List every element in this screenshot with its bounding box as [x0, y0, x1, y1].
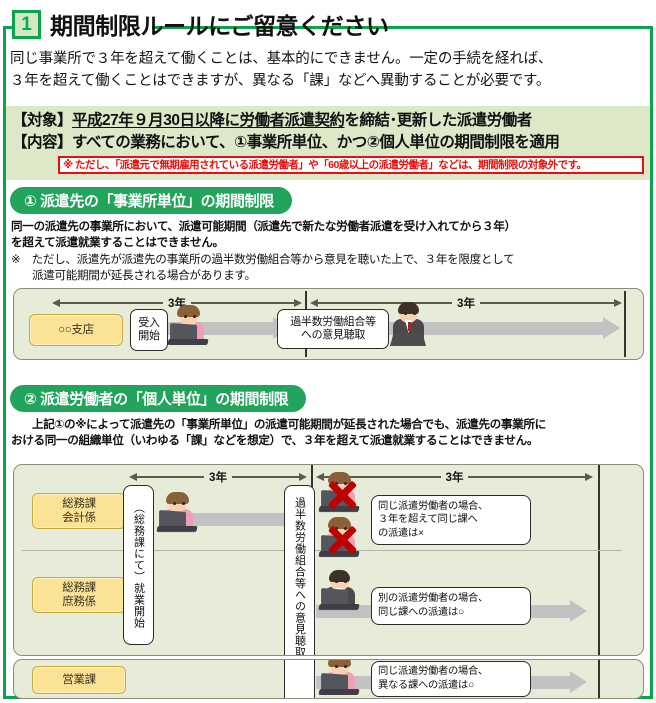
timeline-label: 3年 — [445, 472, 464, 484]
callout-same-worker-other-unit: 同じ派遣労働者の場合、 異なる課への派遣は○ — [371, 661, 531, 697]
arrow-head-right-icon — [294, 299, 302, 307]
lead-line-1: 同じ事業所で３年を超えて働くことは、基本的にできません。一定の手続を経れば、 — [10, 51, 553, 67]
section-1-note-2: 派遣可能期間が延長される場合があります。 — [32, 269, 256, 283]
target-line: 【対象】平成27年９月30日以降に労働者派遣契約を締結･更新した派遣労働者 — [12, 110, 650, 132]
callout-1-line-1: 同じ派遣労働者の場合、 — [378, 500, 488, 512]
flow-bar — [384, 322, 604, 335]
timeline-label: 3年 — [209, 472, 227, 484]
org-unit-box-1: 総務課 会計係 — [32, 493, 126, 529]
lead-line-2: ３年を超えて働くことはできますが、異なる「課」などへ異動することが必要です。 — [10, 73, 551, 90]
lead-paragraph: 同じ事業所で３年を超えて働くことは、基本的にできません。一定の手続を経れば、 ３… — [10, 48, 646, 93]
org-unit-1-line-2: 会計係 — [62, 512, 96, 524]
section-2-diagram-lower: 営業課 同じ派遣労働者の場合、 異なる課への派遣は○ — [13, 659, 644, 699]
section-1-bold-1: 同一の派遣先の事業所において、派遣可能期間（派遣先で新たな労働者派遣を受け入れて… — [11, 220, 516, 233]
union-hearing-vbox-continued — [284, 660, 315, 698]
timeline-end-tick — [598, 660, 600, 698]
content-text: すべての業務において、①事業所単位、かつ②個人単位の期間制限を適用 — [72, 134, 560, 152]
arrow-head-right-icon — [299, 473, 307, 481]
flow-bar — [134, 322, 274, 335]
arrow-head-right-icon — [614, 299, 622, 307]
worker-female-icon — [155, 492, 201, 537]
target-label: 【対象】 — [12, 112, 73, 129]
union-hearing-vbox: 過半数労働組合等への意見聴取 — [284, 485, 315, 655]
section-1-heading: ① 派遣先の「事業所単位」の期間制限 — [10, 187, 292, 214]
org-unit-box-2: 総務課 庶務係 — [32, 577, 126, 613]
section-1-bold-2: を超えて派遣就業することはできません。 — [11, 236, 224, 250]
worker-male-icon — [386, 302, 432, 347]
warning-note-text: ※ ただし、「派遣元で無期雇用されている派遣労働者」や「60歳以上の派遣労働者」… — [63, 158, 587, 171]
branch-label-box: ○○支店 — [29, 314, 123, 346]
section-1-note-1: ※ ただし、派遣先が派遣先の事業所の過半数労働組合等から意見を聴いた上で、３年を… — [11, 252, 515, 266]
target-content-band: 【対象】平成27年９月30日以降に労働者派遣契約を締結･更新した派遣労働者 【内… — [6, 106, 650, 180]
frame-border-top-right — [152, 26, 653, 29]
warning-note-box: ※ ただし、「派遣元で無期雇用されている派遣労働者」や「60歳以上の派遣労働者」… — [58, 156, 644, 174]
timeline-end-tick — [624, 291, 626, 357]
callout-3-line-2: 異なる課への派遣は○ — [378, 680, 474, 691]
section-number-badge: 1 — [12, 9, 41, 39]
frame-border-right — [650, 26, 653, 699]
cross-mark-icon — [326, 524, 358, 556]
flow-arrow-icon — [570, 671, 587, 693]
org-unit-2-line-2: 庶務係 — [62, 596, 96, 608]
flow-bar — [164, 513, 312, 526]
arrow-head-left-icon — [129, 473, 137, 481]
page-title: 1 期間制限ルールにご留意ください — [12, 4, 389, 44]
union-hearing-line-2: への意見聴取 — [300, 329, 366, 341]
callout-3-line-1: 同じ派遣労働者の場合、 — [378, 666, 488, 678]
arrow-head-left-icon — [316, 473, 324, 481]
intake-start-line-1: 受入 — [138, 316, 160, 329]
flow-arrow-icon — [603, 317, 620, 339]
intake-start-box: 受入 開始 — [130, 309, 168, 351]
org-unit-box-3: 営業課 — [32, 666, 126, 694]
content-label: 【内容】 — [12, 134, 73, 152]
timeline-label: 3年 — [457, 298, 475, 310]
cross-mark-icon — [326, 479, 358, 511]
section-1-diagram: 3年 3年 ○○支店 受入 開始 — [13, 288, 644, 360]
section-2-bold-2: おける同一の組織単位（いわゆる「課」などを想定）で、３年を超えて派遣就業すること… — [11, 434, 539, 448]
timeline-3years-right-1: 3年 — [310, 295, 622, 311]
worker-female-blocked-icon — [317, 517, 363, 562]
timeline-3years-right-2: 3年 — [316, 469, 593, 485]
section-1-body: 同一の派遣先の事業所において、派遣可能期間（派遣先で新たな労働者派遣を受け入れて… — [11, 219, 646, 285]
arrow-head-right-icon — [585, 473, 593, 481]
timeline-3years-left-2: 3年 — [129, 469, 307, 485]
content-line: 【内容】すべての業務において、①事業所単位、かつ②個人単位の期間制限を適用 — [12, 132, 650, 154]
union-hearing-line-1: 過半数労働組合等 — [290, 315, 376, 328]
target-rest: を締結･更新した派遣労働者 — [344, 112, 533, 129]
section-2-bold-1: 上記①の※によって派遣先の「事業所単位」の派遣可能期間が延長された場合でも、派遣… — [32, 418, 546, 431]
callout-1-line-2: ３年を超えて同じ課へ — [378, 514, 478, 526]
page-title-text: 期間制限ルールにご留意ください — [50, 13, 389, 39]
worker-female-blocked-icon — [317, 472, 363, 517]
frame-border-left — [3, 26, 6, 699]
union-hearing-box: 過半数労働組合等 への意見聴取 — [277, 309, 389, 349]
callout-2-line-1: 別の派遣労働者の場合、 — [378, 593, 488, 605]
section-2-diagram-upper: 3年 3年 総務課 会計係 総務課 庶務係 （総務課にて）就業開始 — [13, 464, 644, 656]
intake-start-line-2: 開始 — [138, 330, 160, 342]
arrow-head-left-icon — [52, 299, 60, 307]
timeline-end-tick — [598, 465, 600, 655]
org-unit-2-line-1: 総務課 — [62, 581, 96, 594]
callout-2-line-2: 同じ課への派遣は○ — [378, 607, 464, 618]
flow-arrow-icon — [570, 600, 587, 622]
arrow-head-left-icon — [310, 299, 318, 307]
callout-same-worker-same-unit: 同じ派遣労働者の場合、 ３年を超えて同じ課へ の派遣は× — [371, 495, 531, 545]
callout-other-worker-same-unit: 別の派遣労働者の場合、 同じ課への派遣は○ — [371, 587, 531, 625]
target-underlined: 平成27年９月30日以降に労働者派遣契約 — [72, 112, 345, 129]
worker-female-icon — [317, 660, 363, 698]
callout-1-line-3: の派遣は× — [378, 527, 424, 539]
worker-female-icon — [166, 305, 212, 350]
section-2-body: 上記①の※によって派遣先の「事業所単位」の派遣可能期間が延長された場合でも、派遣… — [11, 417, 646, 450]
employment-start-vbox: （総務課にて）就業開始 — [123, 485, 154, 645]
section-2-heading: ② 派遣労働者の「個人単位」の期間制限 — [10, 385, 307, 412]
org-unit-1-line-1: 総務課 — [62, 497, 96, 510]
worker-male-icon — [317, 570, 363, 615]
